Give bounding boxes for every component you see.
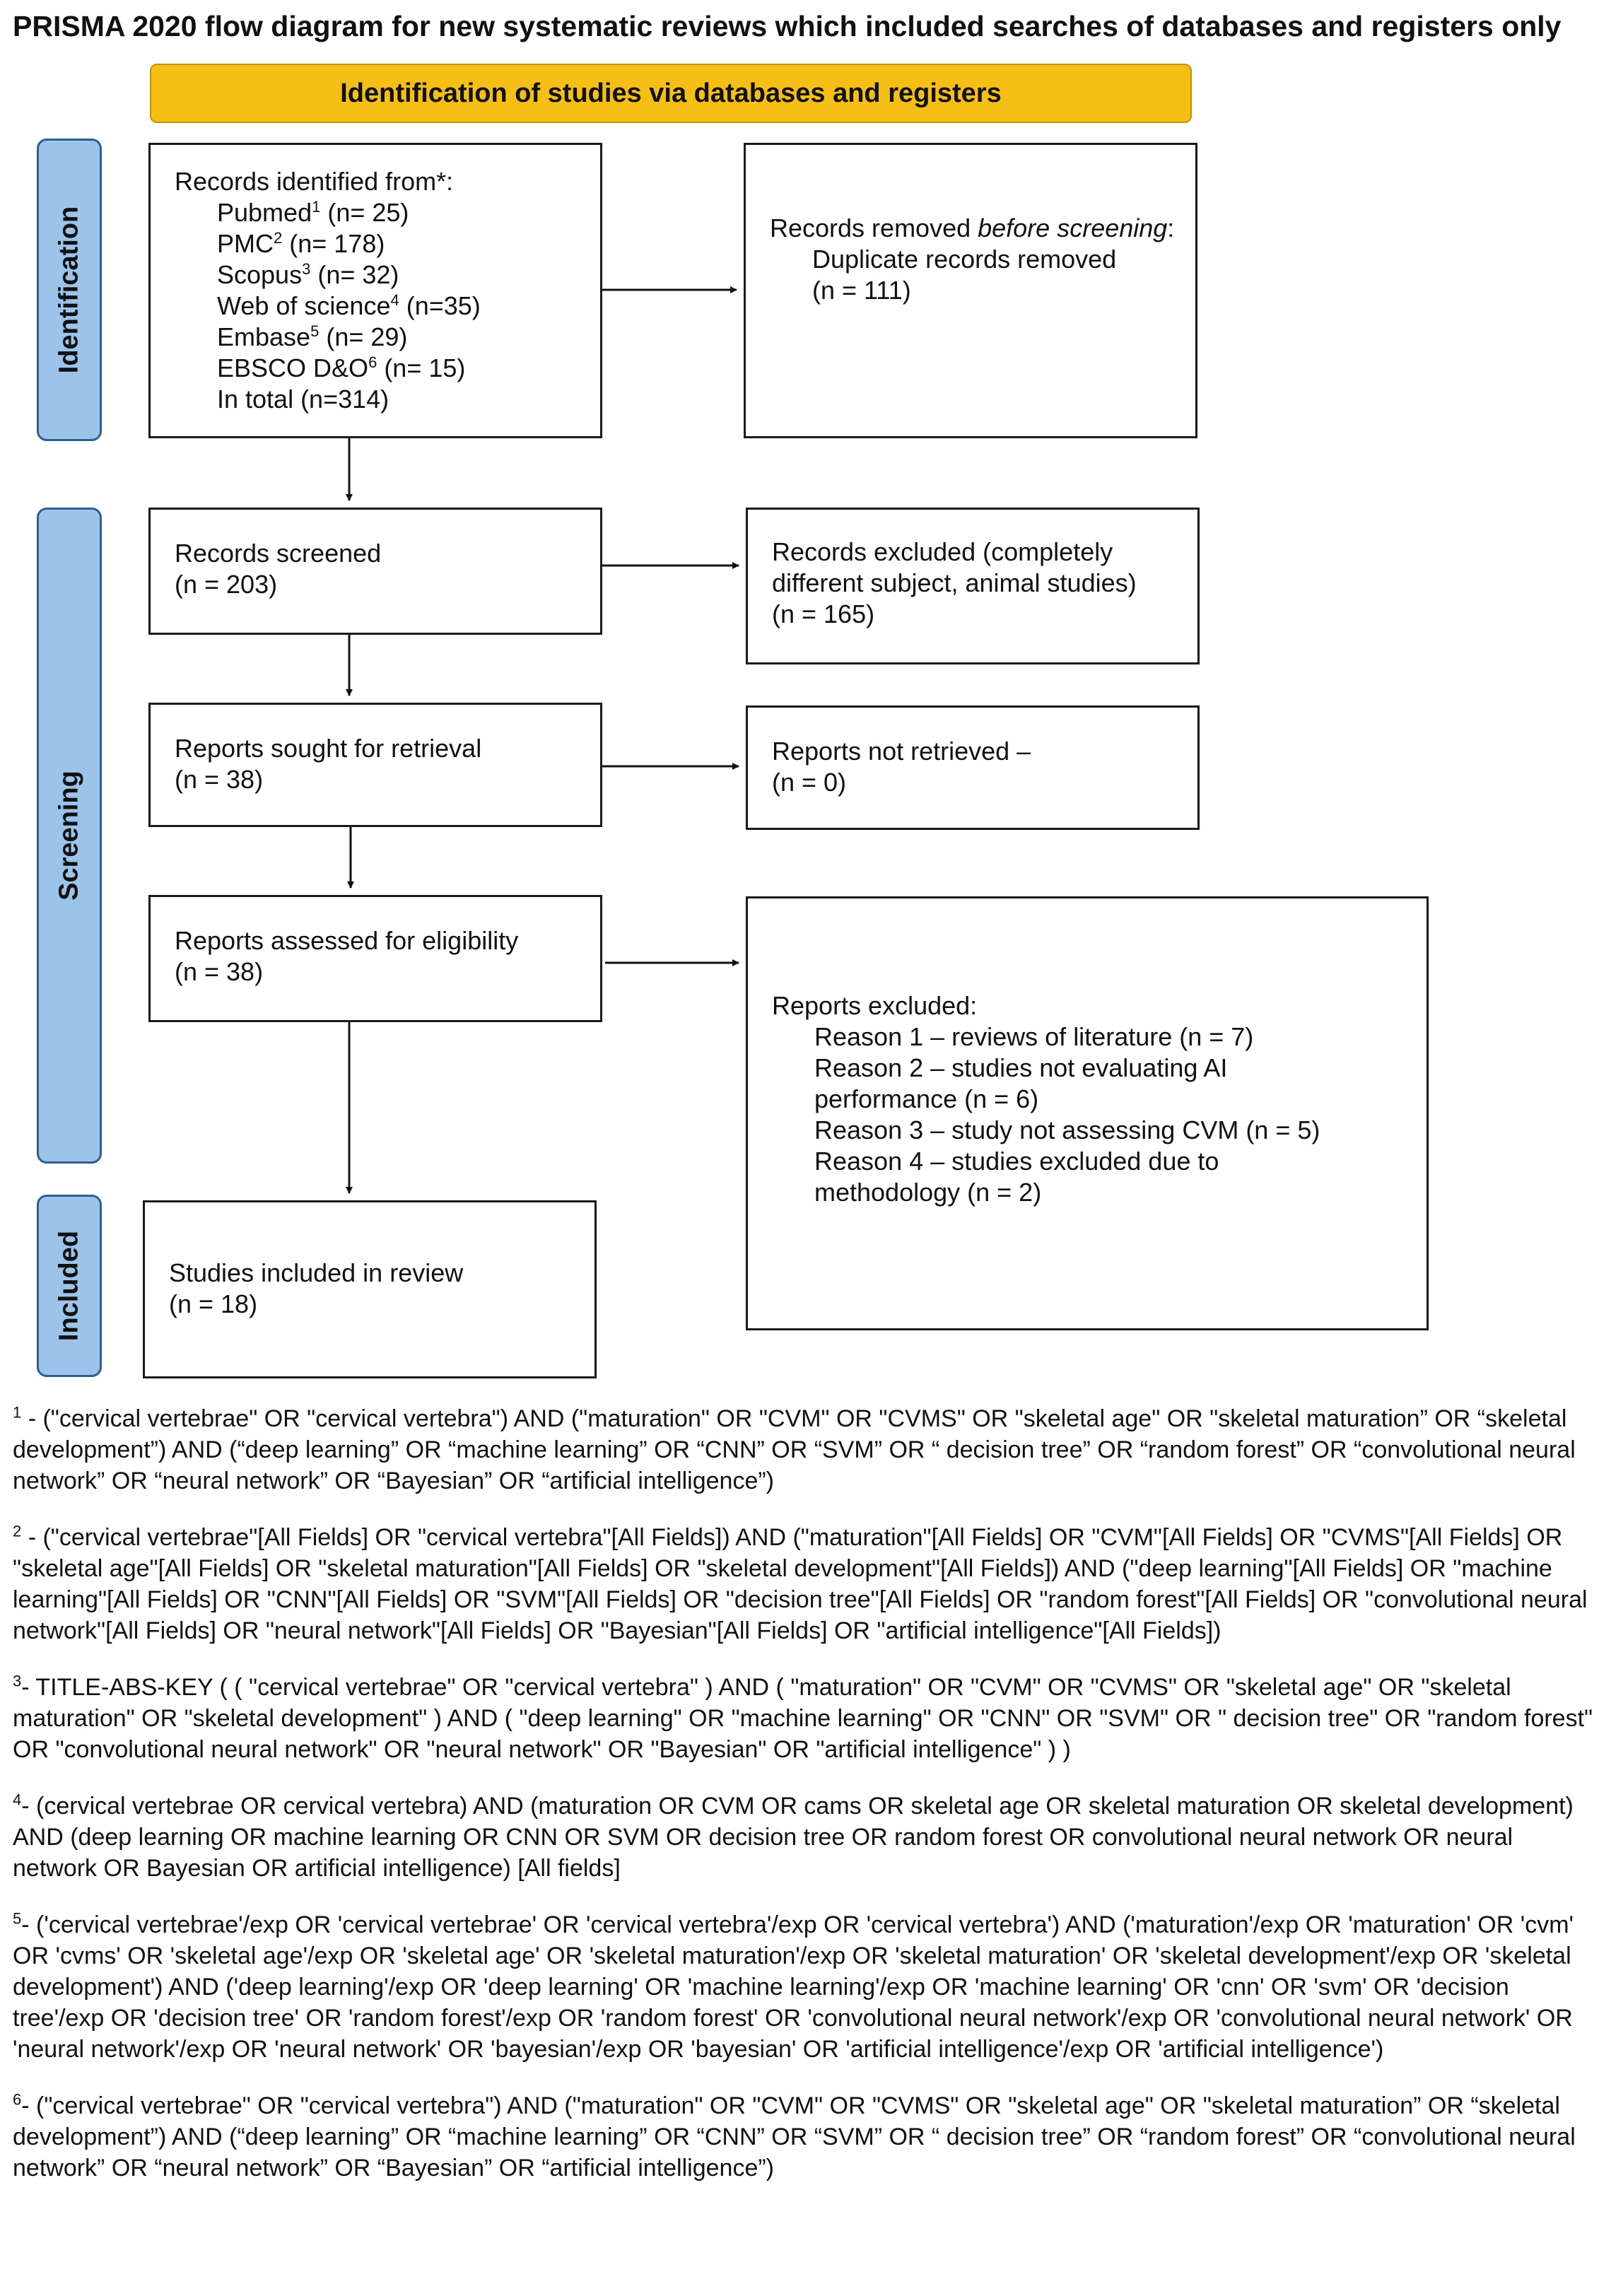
reports-not-retrieved-label: Reports not retrieved – — [772, 737, 1031, 766]
studies-included-count: (n = 18) — [169, 1289, 258, 1318]
records-excluded-line2: different subject, animal studies) — [772, 568, 1137, 597]
records-total: In total (n=314) — [217, 385, 389, 414]
records-excluded-line1: Records excluded (completely — [772, 537, 1113, 566]
source-line: EBSCO D&O6 (n= 15) — [217, 353, 466, 382]
exclusion-reason: Reason 1 – reviews of literature (n = 7) — [814, 1022, 1254, 1051]
page-title: PRISMA 2020 flow diagram for new systema… — [13, 10, 1562, 42]
source-line: Web of science4 (n=35) — [217, 291, 481, 320]
records-excluded-count: (n = 165) — [772, 599, 875, 628]
source-line: PMC2 (n= 178) — [217, 229, 385, 258]
records-screened-box: Records screened (n = 203) — [148, 508, 602, 635]
reports-not-retrieved-count: (n = 0) — [772, 768, 847, 797]
records-removed-box: Records removed before screening: Duplic… — [744, 143, 1197, 438]
reports-sought-box: Reports sought for retrieval (n = 38) — [148, 703, 602, 827]
phase-screening: Screening — [37, 508, 102, 1164]
source-line: Pubmed1 (n= 25) — [217, 198, 409, 227]
records-screened-count: (n = 203) — [175, 570, 278, 599]
exclusion-reason: Reason 2 – studies not evaluating AI — [814, 1053, 1228, 1082]
footnote: 2 - ("cervical vertebrae"[All Fields] OR… — [13, 1522, 1588, 1644]
banner-label: Identification of studies via databases … — [340, 78, 1002, 108]
duplicates-count: (n = 111) — [812, 276, 911, 305]
records-identified-box: Records identified from*: Pubmed1 (n= 25… — [148, 143, 602, 438]
reports-not-retrieved-box: Reports not retrieved – (n = 0) — [746, 705, 1200, 830]
search-strategy-footnotes: 1 - ("cervical vertebrae" OR "cervical v… — [13, 1403, 1603, 2209]
phase-identification: Identification — [37, 139, 102, 441]
duplicates-label: Duplicate records removed — [812, 245, 1117, 274]
footnote: 6- ("cervical vertebrae" OR "cervical ve… — [13, 2090, 1576, 2181]
studies-included-box: Studies included in review (n = 18) — [143, 1200, 597, 1378]
reports-assessed-count: (n = 38) — [175, 957, 264, 986]
exclusion-reason: Reason 4 – studies excluded due to — [814, 1147, 1219, 1176]
source-line: Embase5 (n= 29) — [217, 322, 408, 351]
exclusion-reason: Reason 3 – study not assessing CVM (n = … — [814, 1115, 1320, 1144]
source-line: Scopus3 (n= 32) — [217, 260, 399, 289]
exclusion-reason: methodology (n = 2) — [814, 1178, 1042, 1207]
reports-assessed-label: Reports assessed for eligibility — [175, 926, 519, 955]
reports-excluded-heading: Reports excluded: — [772, 991, 978, 1020]
records-identified-heading: Records identified from*: — [175, 167, 454, 196]
reports-assessed-box: Reports assessed for eligibility (n = 38… — [148, 895, 602, 1022]
records-excluded-box: Records excluded (completely different s… — [746, 508, 1200, 664]
studies-included-label: Studies included in review — [169, 1258, 464, 1287]
identification-banner: Identification of studies via databases … — [150, 64, 1192, 123]
reports-sought-label: Reports sought for retrieval — [175, 734, 482, 763]
reports-excluded-box: Reports excluded: Reason 1 – reviews of … — [746, 896, 1429, 1330]
reports-sought-count: (n = 38) — [175, 765, 264, 794]
exclusion-reason: performance (n = 6) — [814, 1084, 1039, 1113]
footnote: 5- ('cervical vertebrae'/exp OR 'cervica… — [13, 1909, 1574, 2063]
records-screened-label: Records screened — [175, 539, 382, 568]
footnote: 1 - ("cervical vertebrae" OR "cervical v… — [13, 1403, 1576, 1494]
phase-included: Included — [37, 1195, 102, 1377]
footnote: 4- (cervical vertebrae OR cervical verte… — [13, 1791, 1574, 1882]
records-removed-heading: Records removed before screening: — [770, 213, 1175, 242]
footnote: 3- TITLE-ABS-KEY ( ( "cervical vertebrae… — [13, 1672, 1593, 1763]
